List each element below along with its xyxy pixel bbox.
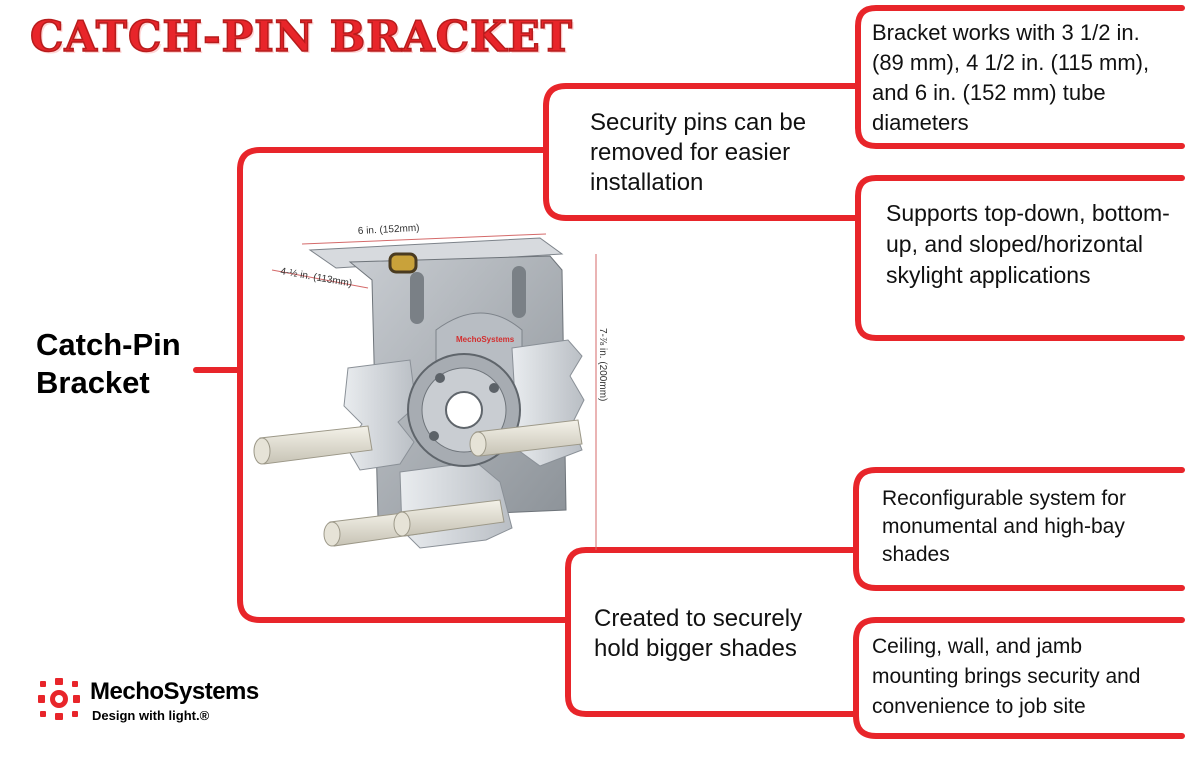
bracket-illustration: 6 in. (152mm) 4-½ in. (113mm) 7-⅞ in. (2… [253,223,608,550]
leaf-tubes-box [855,5,1185,149]
width-dimension: 6 in. (152mm) [358,223,420,237]
leaf-reconfig-box [853,467,1185,591]
leaf-reconfig-text: Reconfigurable system for monumental and… [882,487,1126,566]
branch-shades-box [565,547,859,717]
branch-pins-text: Security pins can be removed for easier … [590,109,807,196]
mecho-logo-icon [38,678,80,720]
branch-pins-box [543,83,859,221]
height-dimension: 7-⅞ in. (200mm) [597,328,608,401]
leaf-mounting-text: Ceiling, wall, and jamb mounting brings … [872,635,1141,718]
branch-shades-text: Created to securely hold bigger shades [594,605,803,662]
logo-name: MechoSystems [90,678,259,705]
logo-tagline: Design with light.® [92,708,210,723]
page-title: CATCH-PIN BRACKET [29,11,573,62]
main-trunk [237,147,569,623]
depth-dimension: 4-½ in. (113mm) [279,266,352,289]
leaf-applications-text: Supports top-down, bottom-up, and sloped… [886,200,1170,288]
leaf-mounting-box [853,617,1185,739]
bracket-badge: MechoSystems [456,335,515,344]
leaf-applications-box [855,175,1185,341]
root-label: Catch-Pin Bracket [36,327,181,400]
leaf-tubes-text: Bracket works with 3 1/2 in. (89 mm), 4 … [872,20,1150,135]
